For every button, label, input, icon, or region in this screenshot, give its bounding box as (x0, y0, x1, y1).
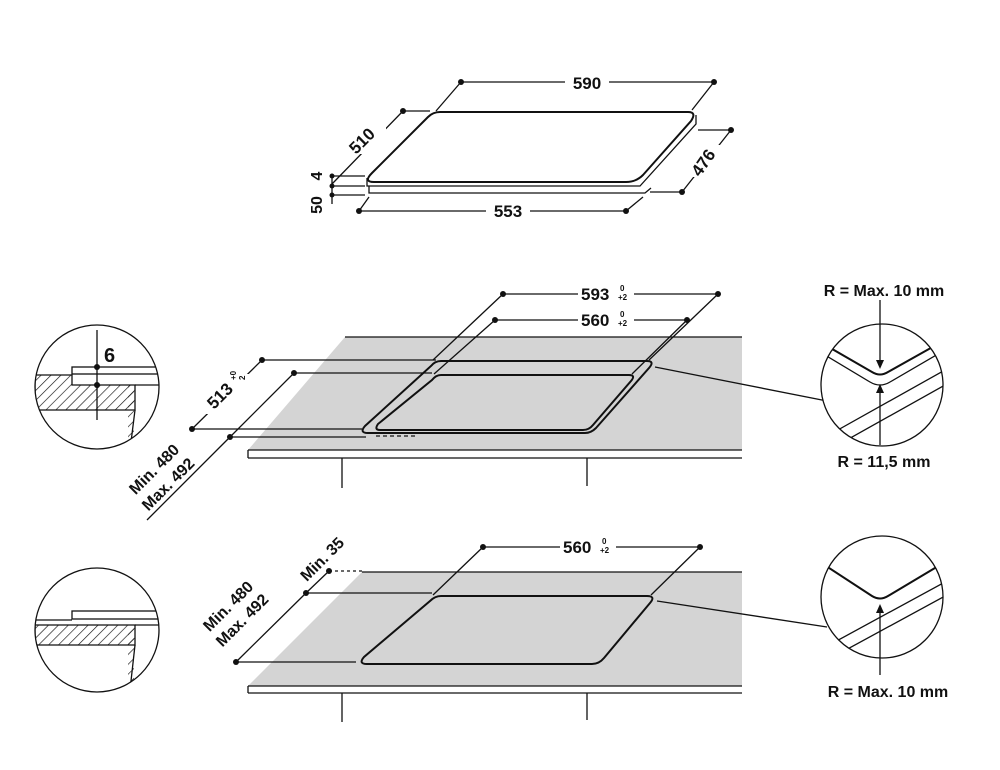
svg-text:0: 0 (602, 537, 607, 546)
recess-depth-label: 6 (104, 345, 115, 367)
standard-radius-label: R = Max. 10 mm (828, 684, 949, 701)
svg-text:+2: +2 (600, 546, 610, 555)
standard-cutout (360, 595, 654, 665)
hob-drawing: 590 510 476 553 4 50 (309, 70, 734, 222)
hob-glass-top (367, 111, 695, 183)
flush-mount-drawing: 593 0 +2 560 0 +2 513 +0 2 Min. 480 Max.… (126, 281, 828, 521)
hob-base (368, 186, 652, 194)
flush-inner-cutout (375, 374, 635, 431)
hob-width-inner-label: 553 (494, 202, 522, 221)
standard-inner-width-label: 560 (563, 538, 591, 557)
flush-worktop (248, 337, 742, 450)
standard-section-detail (34, 567, 160, 693)
svg-text:+2: +2 (618, 293, 628, 302)
svg-text:+2: +2 (618, 319, 628, 328)
flush-radius-detail: R = Max. 10 mm R = 11,5 mm (820, 283, 945, 471)
flush-outer-width-label: 593 (581, 285, 609, 304)
standard-radius-detail: R = Max. 10 mm (820, 535, 948, 701)
hob-glass-edge (366, 115, 697, 187)
svg-text:+0: +0 (229, 370, 238, 380)
hob-width-label: 590 (573, 74, 601, 93)
flush-outer-recess (361, 360, 653, 434)
svg-text:0: 0 (620, 310, 625, 319)
flush-inner-width-label: 560 (581, 311, 609, 330)
flush-radius-outer-label: R = Max. 10 mm (824, 283, 945, 300)
svg-text:0: 0 (620, 284, 625, 293)
hob-total-height-label: 50 (309, 196, 326, 214)
svg-text:2: 2 (238, 375, 247, 380)
standard-mount-drawing: 560 0 +2 Min. 35 Min. 480 Max. 492 (200, 535, 828, 722)
standard-worktop (248, 572, 742, 686)
flush-recess-detail: 6 (34, 324, 160, 450)
flush-radius-inner-label: R = 11,5 mm (838, 454, 931, 471)
hob-glass-height-label: 4 (309, 171, 326, 180)
